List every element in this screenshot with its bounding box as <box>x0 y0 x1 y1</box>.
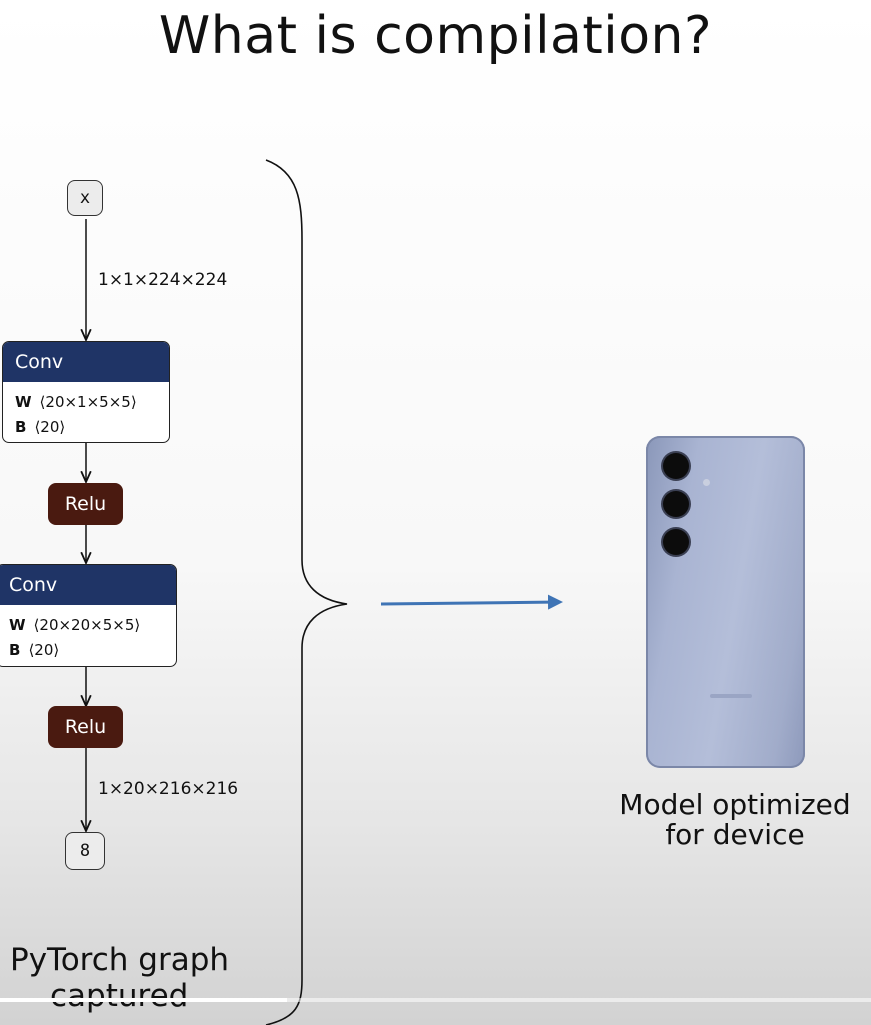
graph-caption: PyTorch graph captured <box>10 942 229 1014</box>
conv1-w-key: W <box>15 393 32 411</box>
conv1-b-value: ⟨20⟩ <box>34 418 66 436</box>
conv2-b-value: ⟨20⟩ <box>28 641 60 659</box>
input-node-x: x <box>67 180 103 216</box>
curly-brace <box>265 159 348 1025</box>
conv1-header: Conv <box>3 342 169 382</box>
phone-brand-mark <box>710 694 752 698</box>
conv2-node: Conv W ⟨20×20×5×5⟩ B ⟨20⟩ <box>0 564 177 667</box>
phone-image <box>646 436 805 768</box>
input-shape-label: 1×1×224×224 <box>98 270 228 290</box>
graph-caption-line1: PyTorch graph <box>10 942 230 978</box>
conv1-b-key: B <box>15 418 27 436</box>
relu1-node: Relu <box>48 483 123 525</box>
conv2-header: Conv <box>0 565 176 605</box>
conv2-attributes: W ⟨20×20×5×5⟩ B ⟨20⟩ <box>0 605 176 663</box>
output-node-8: 8 <box>65 832 105 870</box>
device-caption: Model optimized for device <box>590 790 871 850</box>
camera-lens-1 <box>663 453 689 479</box>
compile-arrow <box>380 594 563 610</box>
conv1-attributes: W ⟨20×1×5×5⟩ B ⟨20⟩ <box>3 382 169 440</box>
camera-lens-2 <box>663 491 689 517</box>
output-shape-label: 1×20×216×216 <box>98 779 239 799</box>
conv2-w-key: W <box>9 616 26 634</box>
camera-lens-3 <box>663 529 689 555</box>
device-caption-line1: Model optimized <box>619 788 851 821</box>
conv1-node: Conv W ⟨20×1×5×5⟩ B ⟨20⟩ <box>2 341 170 443</box>
conv1-w-value: ⟨20×1×5×5⟩ <box>39 393 137 411</box>
conv2-w-value: ⟨20×20×5×5⟩ <box>33 616 141 634</box>
slide-title: What is compilation? <box>158 6 713 66</box>
camera-flash <box>703 479 710 486</box>
relu2-node: Relu <box>48 706 123 748</box>
conv2-b-key: B <box>9 641 21 659</box>
graph-caption-line2: captured <box>50 978 189 1014</box>
video-progress-fill <box>0 998 288 1002</box>
device-caption-line2: for device <box>665 818 805 851</box>
video-progress-track[interactable] <box>0 998 871 1002</box>
